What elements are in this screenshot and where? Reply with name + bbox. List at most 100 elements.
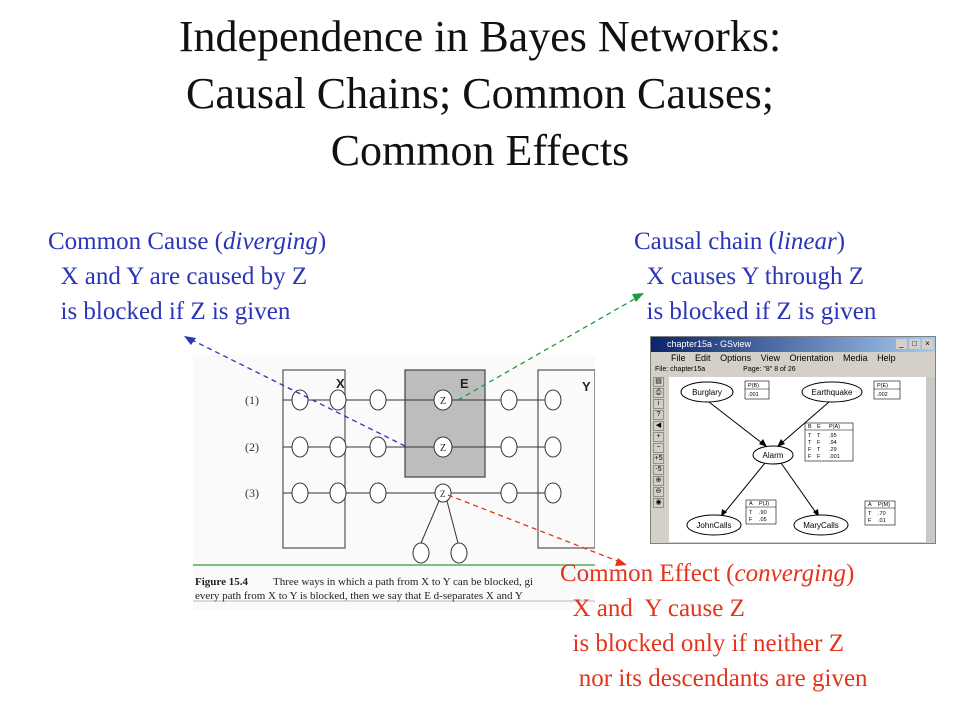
cpt-j-cell: F bbox=[749, 517, 753, 523]
row-1-label: (1) bbox=[245, 393, 259, 407]
menu-orientation[interactable]: Orientation bbox=[789, 353, 834, 363]
plus-icon[interactable]: + bbox=[653, 432, 664, 442]
cpt-a-cell: F bbox=[817, 440, 821, 446]
plus5-icon[interactable]: +5 bbox=[653, 454, 664, 464]
node-alarm: Alarm bbox=[763, 451, 784, 460]
cpt-e-header: P(E) bbox=[877, 383, 888, 389]
menu-file[interactable]: File bbox=[671, 353, 686, 363]
row-2-label: (2) bbox=[245, 440, 259, 454]
menu-view[interactable]: View bbox=[760, 353, 780, 363]
node-johncalls: JohnCalls bbox=[696, 521, 731, 530]
common-cause-heading: Common Cause (diverging) bbox=[48, 228, 327, 255]
cpt-m-header-p: P(M) bbox=[878, 502, 890, 508]
cpt-a-cell: F bbox=[817, 454, 821, 460]
menu-media[interactable]: Media bbox=[843, 353, 868, 363]
cpt-a-cell: T bbox=[808, 433, 812, 439]
cpt-j-cell: .90 bbox=[759, 510, 767, 516]
menu-help[interactable]: Help bbox=[877, 353, 896, 363]
gsview-scrollbar[interactable] bbox=[926, 377, 935, 542]
gsview-canvas: Burglary Earthquake Alarm JohnCalls Mary… bbox=[669, 377, 927, 542]
node-marycalls: MaryCalls bbox=[803, 521, 839, 530]
figure-caption-label: Figure 15.4 bbox=[195, 576, 248, 588]
print-icon[interactable]: ⎙ bbox=[653, 388, 664, 398]
maximize-icon[interactable]: □ bbox=[909, 339, 920, 349]
gsview-window: chapter15a - GSview _ □ × File Edit Opti… bbox=[650, 336, 936, 544]
causal-chain-annotation: Causal chain (linear) X causes Y through… bbox=[634, 224, 876, 329]
zoom-out-icon[interactable]: ⊖ bbox=[653, 487, 664, 497]
common-cause-annotation: Common Cause (diverging) X and Y are cau… bbox=[48, 224, 326, 329]
textbook-figure: Z Z Z X E Y (1) (2) (3) Figure 15.4 Thre… bbox=[193, 355, 596, 610]
gsview-window-title: chapter15a - GSview bbox=[667, 339, 752, 349]
title-line-1: Independence in Bayes Networks: bbox=[178, 12, 782, 61]
box-x-label: X bbox=[336, 376, 345, 391]
info-icon[interactable]: i bbox=[653, 399, 664, 409]
node-burglary: Burglary bbox=[692, 388, 722, 397]
common-effect-line-2: is blocked only if neither Z bbox=[560, 630, 844, 657]
causal-chain-heading: Causal chain (linear) bbox=[634, 228, 846, 255]
figure-caption-line-2: every path from X to Y is blocked, then … bbox=[195, 590, 523, 602]
cpt-a-header-b: B bbox=[808, 424, 812, 430]
cpt-m-cell: F bbox=[868, 518, 872, 524]
cpt-m-cell: .70 bbox=[878, 511, 886, 517]
cpt-j-header-p: P(J) bbox=[759, 501, 769, 507]
gsview-statusbar: File: chapter15a Page: "8" 8 of 26 bbox=[651, 365, 935, 375]
row-1-z-label: Z bbox=[440, 396, 446, 407]
common-cause-line-2: is blocked if Z is given bbox=[48, 298, 291, 325]
row-3-z-label: Z bbox=[440, 489, 446, 499]
cpt-b-header: P(B) bbox=[748, 383, 759, 389]
menu-edit[interactable]: Edit bbox=[695, 353, 711, 363]
cpt-j-cell: .05 bbox=[759, 517, 767, 523]
common-effect-line-3: nor its descendants are given bbox=[560, 665, 868, 692]
row-2-z-label: Z bbox=[440, 443, 446, 454]
title-line-3: Common Effects bbox=[330, 126, 630, 175]
cpt-a-cell: T bbox=[808, 440, 812, 446]
cpt-b-value: .001 bbox=[748, 392, 759, 398]
box-e-label: E bbox=[460, 376, 469, 391]
gsview-menubar: File Edit Options View Orientation Media… bbox=[651, 352, 935, 365]
cpt-a-cell: .29 bbox=[829, 447, 837, 453]
causal-chain-line-1: X causes Y through Z bbox=[634, 263, 865, 290]
status-page: Page: "8" 8 of 26 bbox=[743, 366, 796, 373]
slide-title: Independence in Bayes Networks: Causal C… bbox=[0, 8, 960, 179]
row-3-label: (3) bbox=[245, 486, 259, 500]
back-icon[interactable]: ◀ bbox=[653, 421, 664, 431]
cpt-a-header-e: E bbox=[817, 424, 821, 430]
causal-chain-line-2: is blocked if Z is given bbox=[634, 298, 877, 325]
common-cause-line-1: X and Y are caused by Z bbox=[48, 263, 308, 290]
cpt-a-cell: F bbox=[808, 447, 812, 453]
cpt-a-cell: T bbox=[817, 433, 821, 439]
common-effect-annotation: Common Effect (converging) X and Y cause… bbox=[560, 556, 868, 696]
cpt-e-value: .002 bbox=[877, 392, 888, 398]
open-icon[interactable]: ▤ bbox=[653, 377, 664, 387]
zoom-icon[interactable]: ⊕ bbox=[653, 476, 664, 486]
minimize-icon[interactable]: _ bbox=[896, 339, 907, 349]
cpt-a-cell: .95 bbox=[829, 433, 837, 439]
cpt-m-cell: .01 bbox=[878, 518, 886, 524]
cpt-a-cell: F bbox=[808, 454, 812, 460]
help-icon[interactable]: ? bbox=[653, 410, 664, 420]
cpt-a-cell: .001 bbox=[829, 454, 840, 460]
cpt-m-header-a: A bbox=[868, 502, 872, 508]
minus5-icon[interactable]: -5 bbox=[653, 465, 664, 475]
cpt-a-cell: T bbox=[817, 447, 821, 453]
burglary-network: Burglary Earthquake Alarm JohnCalls Mary… bbox=[680, 380, 901, 536]
gsview-titlebar[interactable]: chapter15a - GSview _ □ × bbox=[651, 337, 935, 352]
close-icon[interactable]: × bbox=[922, 339, 933, 349]
cpt-m-cell: T bbox=[868, 511, 872, 517]
box-y-label: Y bbox=[582, 379, 591, 394]
minus-icon[interactable]: − bbox=[653, 443, 664, 453]
box-e bbox=[404, 369, 486, 478]
gsview-toolbar: ▤⎙i?◀+−+5-5⊕⊖◉ bbox=[653, 377, 665, 509]
figure-caption-line-1: Three ways in which a path from X to Y c… bbox=[273, 576, 534, 588]
common-effect-line-1: X and Y cause Z bbox=[560, 595, 745, 622]
cpt-j-cell: T bbox=[749, 510, 753, 516]
common-effect-heading: Common Effect (converging) bbox=[560, 560, 855, 587]
eye-icon[interactable]: ◉ bbox=[653, 498, 664, 508]
cpt-a-cell: .94 bbox=[829, 440, 837, 446]
cpt-j-header-a: A bbox=[749, 501, 753, 507]
status-file: File: chapter15a bbox=[655, 366, 706, 373]
menu-options[interactable]: Options bbox=[720, 353, 752, 363]
cpt-a-header-p: P(A) bbox=[829, 424, 840, 430]
node-earthquake: Earthquake bbox=[812, 388, 853, 397]
title-line-2: Causal Chains; Common Causes; bbox=[186, 69, 774, 118]
